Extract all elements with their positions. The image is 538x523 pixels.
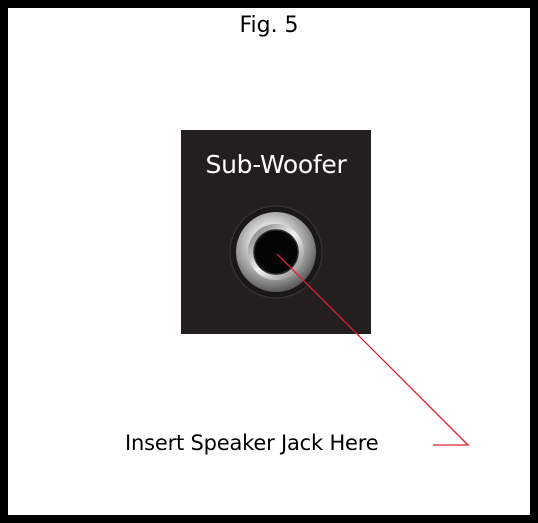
subwoofer-label: Sub-Woofer <box>205 150 347 179</box>
figure-title: Fig. 5 <box>239 13 299 38</box>
callout-label: Insert Speaker Jack Here <box>125 431 379 455</box>
subwoofer-panel: Sub-Woofer <box>181 130 371 334</box>
jack-hole <box>253 229 299 275</box>
audio-jack-socket-icon <box>229 205 323 299</box>
